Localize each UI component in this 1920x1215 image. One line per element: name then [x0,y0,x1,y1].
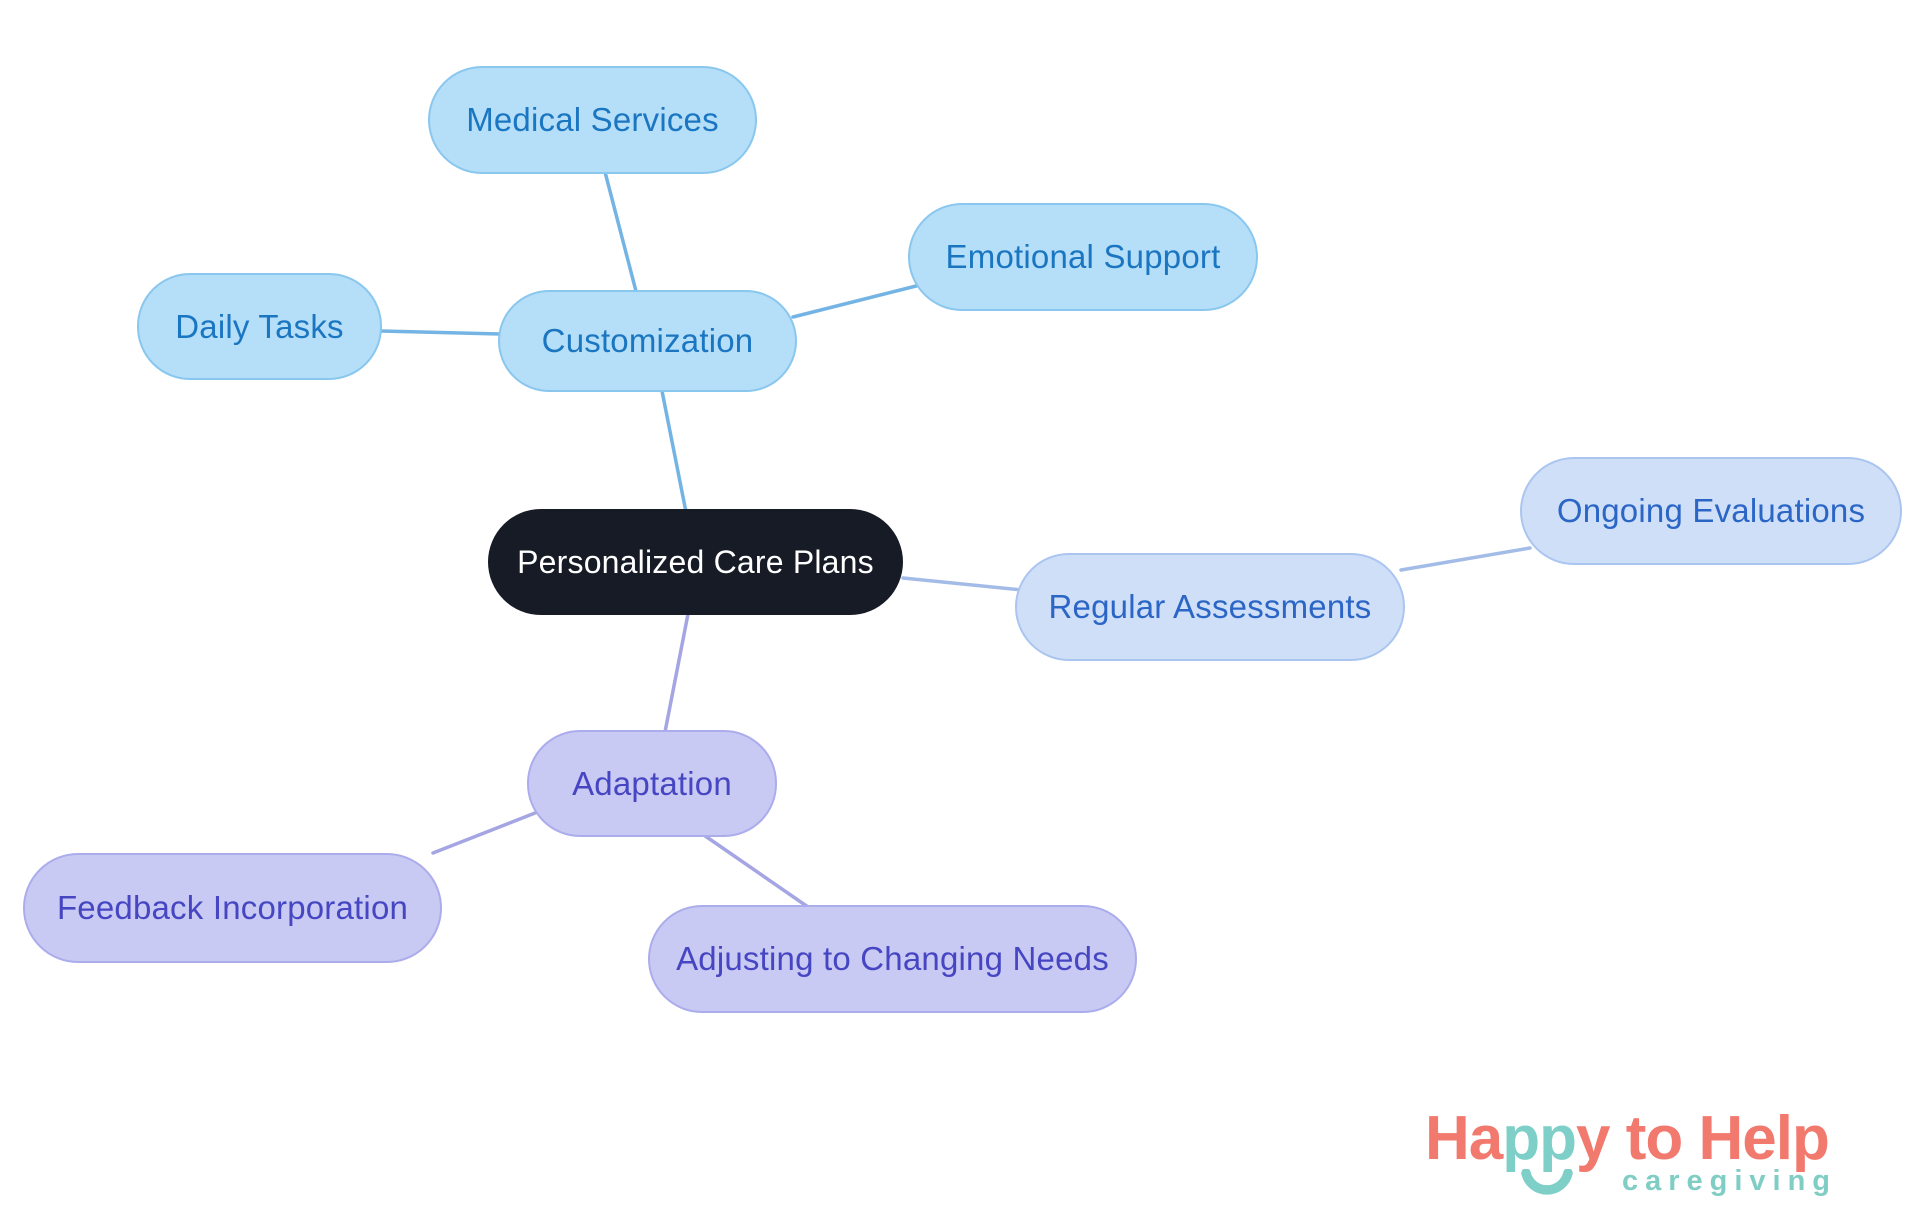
node-daily-tasks[interactable]: Daily Tasks [137,273,382,380]
node-label: Feedback Incorporation [56,889,409,926]
edge-central-regular-assessments [901,576,1024,592]
logo-wordmark: Happy to Help [1425,1103,1830,1174]
node-label: Daily Tasks [175,307,344,345]
logo-text-coral-prefix: Ha [1425,1104,1503,1173]
node-label: Personalized Care Plans [517,543,874,580]
edge-customization-daily-tasks [378,329,502,336]
logo-tagline: caregiving [1621,1165,1837,1197]
edge-regular-assessments-ongoing-evaluations [1399,546,1532,572]
edge-customization-emotional-support [791,281,930,319]
node-feedback-incorporation[interactable]: Feedback Incorporation [23,853,442,963]
node-label: Customization [541,322,754,359]
node-label: Emotional Support [945,238,1221,275]
node-regular-assessments[interactable]: Regular Assessments [1015,553,1405,661]
node-emotional-support[interactable]: Emotional Support [908,203,1258,311]
node-ongoing-evaluations[interactable]: Ongoing Evaluations [1520,457,1902,565]
node-label: Adaptation [572,764,732,802]
happy-to-help-logo: Happy to Help caregiving [1425,1103,1885,1208]
node-label: Regular Assessments [1048,588,1372,625]
node-label: Medical Services [466,101,719,138]
edge-central-adaptation [663,612,690,734]
logo-text-coral-suffix: y to Help [1576,1104,1830,1173]
node-label: Ongoing Evaluations [1556,492,1866,529]
node-adaptation[interactable]: Adaptation [527,730,777,837]
edge-customization-medical-services [603,170,639,297]
logo-text-teal: pp [1502,1104,1577,1173]
edge-adaptation-feedback-incorporation [431,811,537,855]
edge-adaptation-adjusting-to-changing-needs [696,829,810,909]
node-customization[interactable]: Customization [498,290,797,392]
node-adjusting-to-changing-needs[interactable]: Adjusting to Changing Needs [648,905,1137,1013]
node-medical-services[interactable]: Medical Services [428,66,757,174]
smile-icon [1521,1169,1573,1195]
edge-central-customization [660,389,688,514]
node-label: Adjusting to Changing Needs [676,940,1109,977]
node-personalized-care-plans[interactable]: Personalized Care Plans [488,509,903,615]
